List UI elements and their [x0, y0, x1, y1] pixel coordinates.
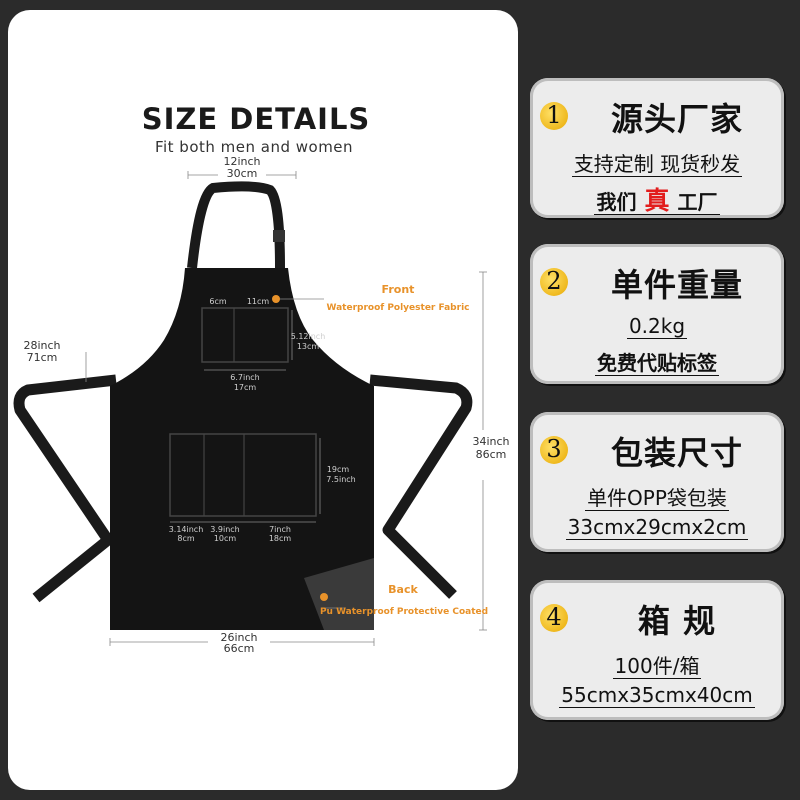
card-line-2: 我们真工厂 — [594, 186, 720, 215]
chest-pocket-width-cm: 17cm — [234, 383, 257, 392]
pocket3-cm: 18cm — [269, 534, 292, 543]
strap-buckle — [273, 230, 285, 242]
right-tie — [369, 374, 473, 599]
chest-pocket-h-cm: 13cm — [297, 342, 320, 351]
apron-diagram: 12inch 30cm 28inch 71cm 34inch 86cm 26in… — [13, 155, 510, 655]
lower-pocket-h-inch: 7.5inch — [326, 475, 355, 484]
info-card-weight: 2 单件重量 0.2kg 免费代贴标签 — [530, 244, 784, 384]
apron-width-inch: 26inch — [220, 631, 257, 644]
left-tie — [13, 374, 117, 603]
card-number-badge: 1 — [540, 102, 568, 130]
pocket3-inch: 7inch — [269, 525, 291, 534]
chest-pocket-w1: 6cm — [209, 297, 226, 306]
pocket2-inch: 3.9inch — [210, 525, 239, 534]
chest-pocket — [201, 307, 289, 363]
side-tie-inch: 28inch — [23, 339, 60, 352]
side-tie-cm: 71cm — [27, 351, 58, 364]
card-number-badge: 4 — [540, 604, 568, 632]
card-line-1: 单件OPP袋包装 — [585, 486, 729, 511]
pocket2-cm: 10cm — [214, 534, 237, 543]
apron-width-cm: 66cm — [224, 642, 255, 655]
pocket1-inch: 3.14inch — [169, 525, 204, 534]
chest-pocket-h-inch: 5.12inch — [291, 332, 326, 341]
apron-length-inch: 34inch — [472, 435, 509, 448]
neck-strap — [187, 181, 285, 269]
card-line-2: 55cmx35cmx40cm — [559, 683, 755, 708]
card-line-1: 0.2kg — [626, 314, 688, 339]
card-heading: 源头厂家 — [610, 100, 743, 138]
card-heading: 单件重量 — [610, 266, 743, 304]
card-heading: 包装尺寸 — [610, 434, 743, 472]
lower-pocket — [169, 433, 317, 517]
chest-pocket-w2: 11cm — [247, 297, 270, 306]
strap-length-inch: 12inch — [223, 155, 260, 168]
strap-length-cm: 30cm — [227, 167, 258, 180]
highlight-text: 真 — [644, 186, 670, 215]
apron-back-corner — [304, 558, 374, 630]
card-number-badge: 2 — [540, 268, 568, 296]
back-marker-dot — [320, 593, 328, 601]
page-title: SIZE DETAILS — [141, 102, 371, 136]
card-line-1: 支持定制 现货秒发 — [571, 152, 743, 177]
info-card-carton: 4 箱 规 100件/箱 55cmx35cmx40cm — [530, 580, 784, 720]
front-label: Front — [382, 283, 415, 296]
size-details-panel: SIZE DETAILS Fit both men and women — [8, 10, 518, 790]
info-card-package: 3 包装尺寸 单件OPP袋包装 33cmx29cmx2cm — [530, 412, 784, 552]
back-label: Back — [388, 583, 418, 596]
pocket1-cm: 8cm — [177, 534, 194, 543]
chest-pocket-width-inch: 6.7inch — [230, 373, 259, 382]
card-line-2: 免费代贴标签 — [595, 351, 719, 376]
card-heading: 箱 规 — [637, 602, 717, 640]
card-number-badge: 3 — [540, 436, 568, 464]
back-material: Pu Waterproof Protective Coated — [320, 607, 488, 617]
card-line-2: 33cmx29cmx2cm — [565, 515, 749, 540]
apron-body — [110, 268, 374, 630]
front-material: Waterproof Polyester Fabric — [327, 303, 470, 313]
apron-length-cm: 86cm — [476, 448, 507, 461]
page-subtitle: Fit both men and women — [154, 138, 354, 156]
card-line-1: 100件/箱 — [612, 654, 702, 679]
info-card-factory: 1 源头厂家 支持定制 现货秒发 我们真工厂 — [530, 78, 784, 218]
front-marker-dot — [272, 295, 280, 303]
lower-pocket-h-cm: 19cm — [327, 465, 350, 474]
